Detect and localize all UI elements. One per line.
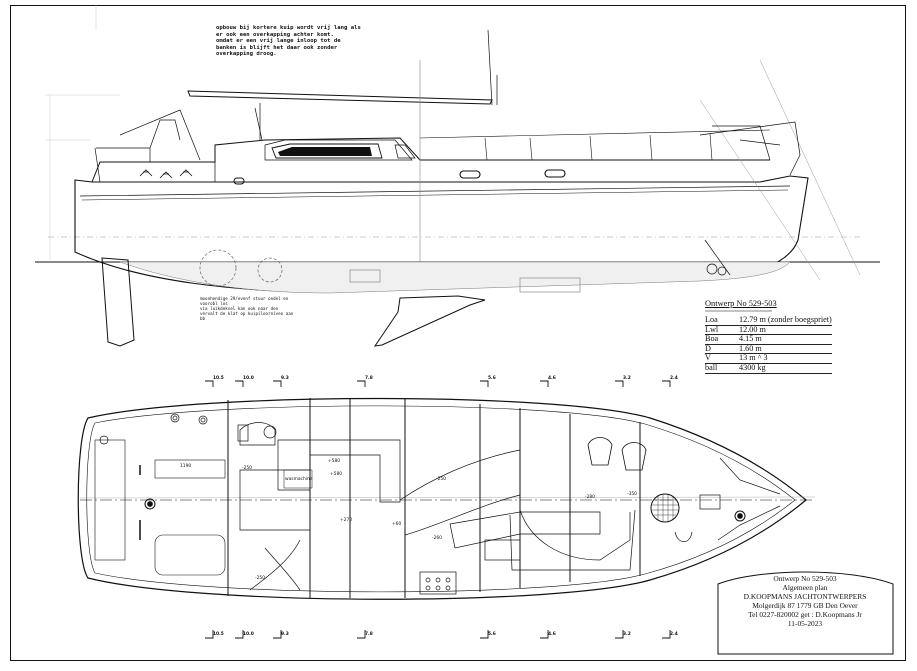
- section-label: 10.0: [243, 632, 254, 637]
- level-tag: -250: [255, 576, 265, 581]
- design-note: opbouw bij kortere kuip wordt vrij lang …: [216, 25, 361, 58]
- specs-title: Ontwerp No 529-503: [705, 299, 777, 308]
- section-label: 10.0: [243, 376, 254, 381]
- section-label: 5.6: [488, 632, 496, 637]
- section-label: 3.2: [623, 632, 631, 637]
- section-label: 5.6: [488, 376, 496, 381]
- section-label: 2.4: [670, 632, 678, 637]
- section-label: 10.5: [213, 376, 224, 381]
- anchor-well: [650, 493, 680, 523]
- tb-address: Molgerdijk 87 1779 GB Den Oever: [752, 600, 858, 610]
- drawing-frame: [10, 5, 906, 661]
- level-tag: -280: [585, 495, 595, 500]
- coachroof: [91, 137, 770, 183]
- level-tag: +580: [330, 472, 343, 477]
- section-label: 4.6: [548, 632, 556, 637]
- keel: [373, 295, 486, 347]
- cockpit-chairs: [139, 169, 193, 179]
- tb-drawing: Algemeen plan: [782, 582, 828, 592]
- rudder: [101, 257, 135, 347]
- level-tag: -350: [627, 492, 637, 497]
- plan-view: [77, 397, 816, 600]
- tb-contact: Tel 0227-820002 get : D.Koopmans Jr: [748, 609, 862, 619]
- galley-stove: [419, 571, 457, 595]
- section-markers: [205, 380, 671, 639]
- section-label: 9.3: [281, 632, 289, 637]
- hull-plan-outline: [77, 397, 807, 600]
- section-label: 4.6: [548, 376, 556, 381]
- washer-label: wasmachine: [285, 477, 313, 482]
- section-label: 10.5: [213, 632, 224, 637]
- section-label: 3.2: [623, 376, 631, 381]
- title-block-frame: [717, 571, 894, 655]
- level-tag: +60: [392, 522, 402, 527]
- portlight-1: [459, 170, 481, 179]
- level-tag: -260: [432, 536, 442, 541]
- tb-date: 11-05-2023: [787, 618, 823, 628]
- level-tag: +580: [328, 459, 341, 464]
- side-profile: [35, 5, 880, 347]
- level-tag: -250: [436, 477, 446, 482]
- dimension-label: 1190: [180, 464, 192, 469]
- level-tag: -250: [242, 466, 252, 471]
- tb-design-no: Ontwerp No 529-503: [773, 574, 837, 583]
- portlight-2: [544, 169, 566, 178]
- level-tag: +270: [340, 518, 353, 523]
- section-label: 7.8: [365, 376, 373, 381]
- section-label: 2.4: [670, 376, 678, 381]
- hardtop: [187, 90, 493, 105]
- section-label: 7.8: [365, 632, 373, 637]
- tb-firm: D.KOOPMANS JACHTONTWERPERS: [743, 591, 867, 601]
- section-label: 9.3: [281, 376, 289, 381]
- title-block: Ontwerp No 529-503 Algemeen plan D.KOOPM…: [716, 574, 894, 628]
